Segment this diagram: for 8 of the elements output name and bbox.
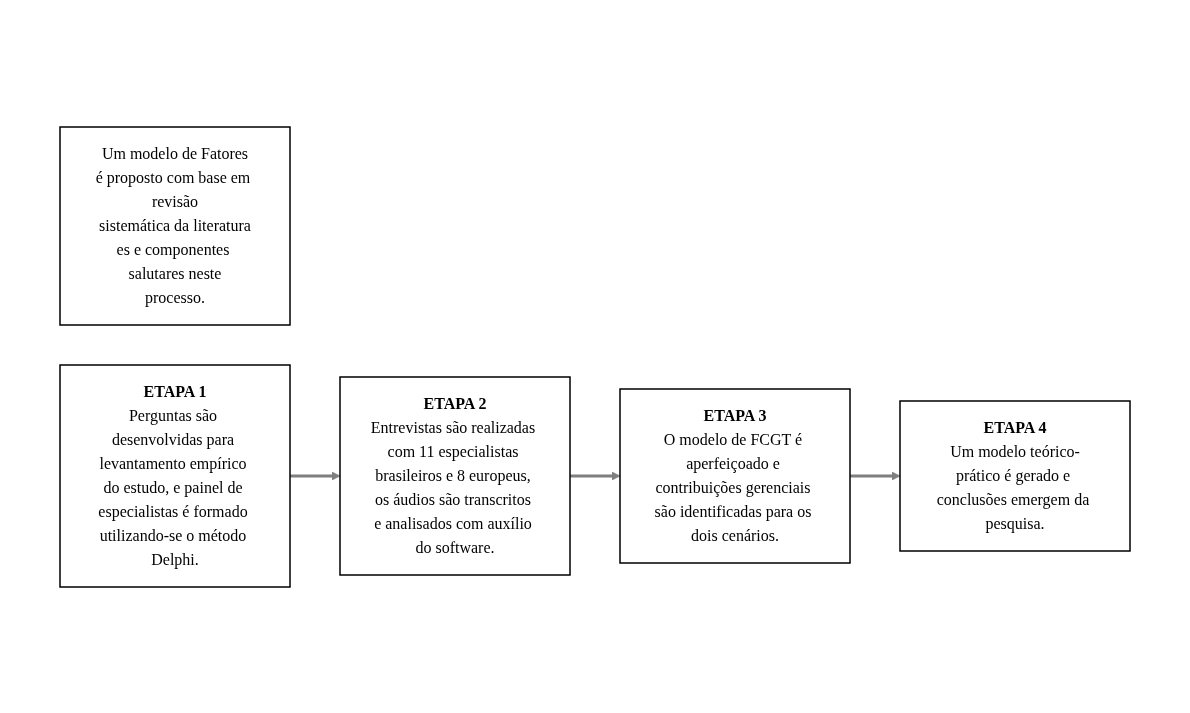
arrow xyxy=(850,471,901,480)
node-box: ETAPA 2 Entrevistas são realizadas com 11 especialistas brasileiros e 8 europeus, os áudios são transcritos e analisados com auxílio do software. xyxy=(339,375,571,576)
node-box: ETAPA 1 Perguntas são desenvolvidas para levantamento empírico do estudo, e painel de especialistas é formado utilizando-se o método Delphi. xyxy=(59,363,291,588)
arrow xyxy=(570,471,621,480)
arrow xyxy=(290,471,341,480)
node-box: Um modelo de Fatores é proposto com base em revisão sistemática da literatura es e componentes salutares neste processo. xyxy=(59,125,291,326)
node-box: ETAPA 4 Um modelo teórico-prático é gerado e conclusões emergem da pesquisa. xyxy=(899,399,1131,552)
node-box: ETAPA 3 O modelo de FCGT é aperfeiçoado e contribuições gerenciais são identificadas para os dois cenários. xyxy=(619,387,851,564)
